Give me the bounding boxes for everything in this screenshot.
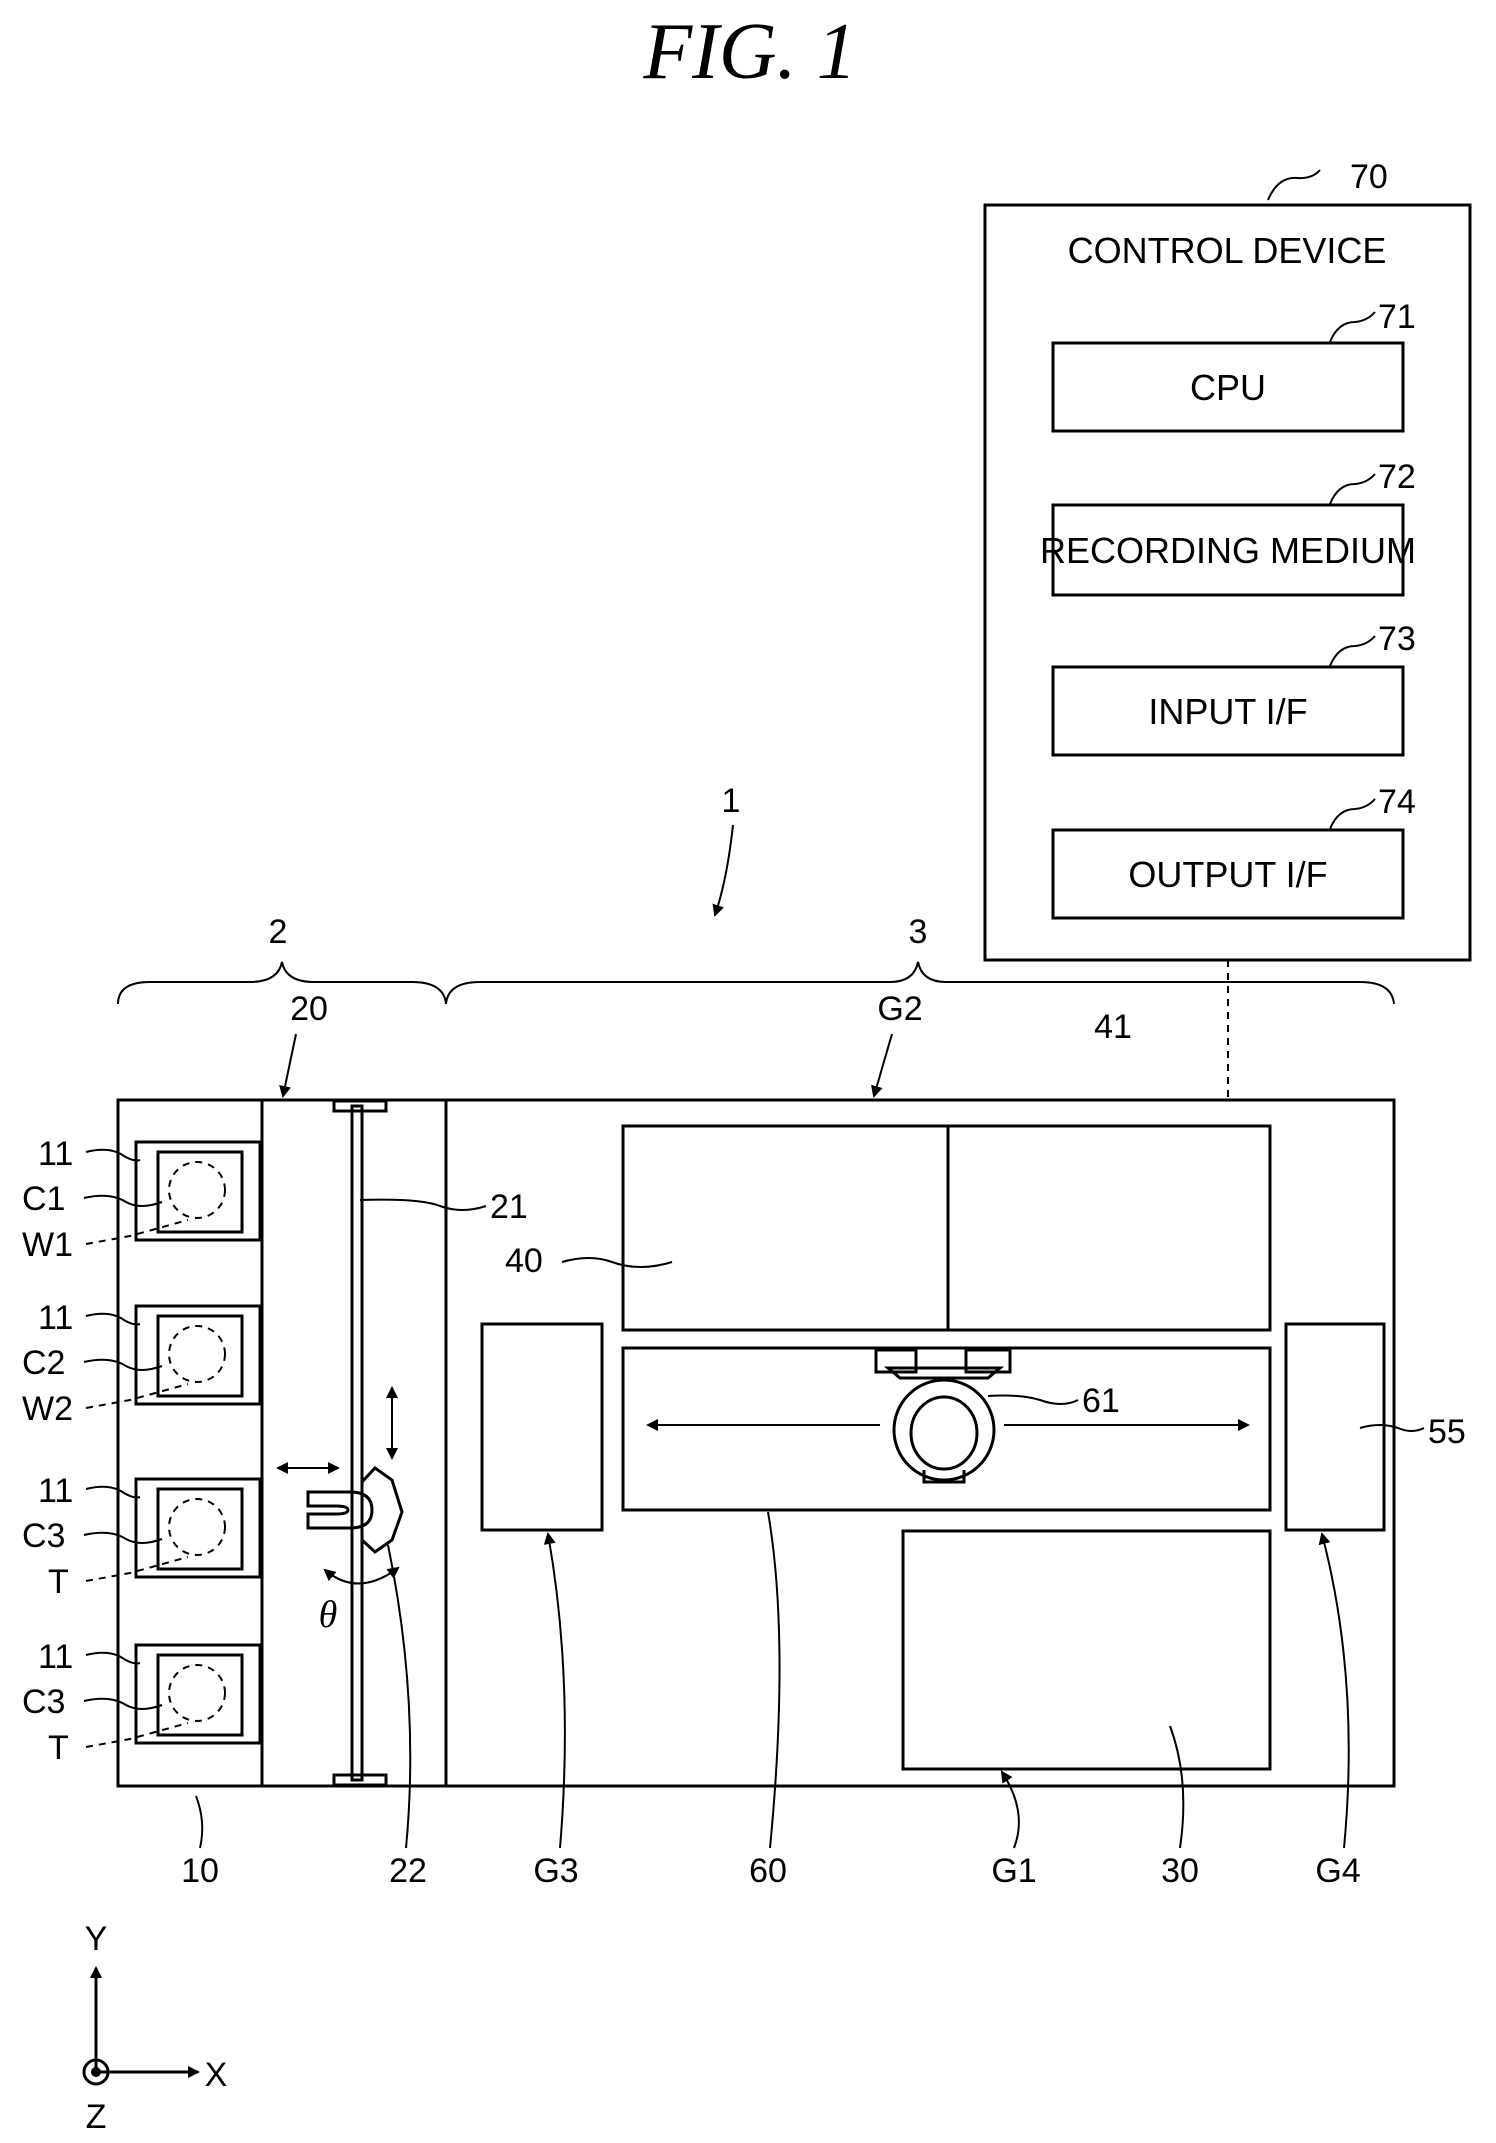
wafer-transfer-fork xyxy=(308,1468,402,1552)
system-ref: 1 xyxy=(722,782,741,820)
ref-40: 40 xyxy=(505,1242,543,1280)
ref-g3: G3 xyxy=(533,1852,578,1890)
ref-g4: G4 xyxy=(1315,1852,1360,1890)
cassette-2-label-c: W2 xyxy=(22,1390,73,1428)
cassette-1 xyxy=(136,1142,260,1240)
output-if-label: OUTPUT I/F xyxy=(1128,854,1327,895)
cassette-3-label-b: C3 xyxy=(22,1517,65,1555)
ref-g1: G1 xyxy=(991,1852,1036,1890)
ref-21: 21 xyxy=(490,1188,528,1226)
bottom-reference-labels: 10 22 G3 60 G1 30 G4 xyxy=(181,1512,1361,1890)
transfer-area-60 xyxy=(623,1348,1270,1510)
cassette-3-label-a: 11 xyxy=(38,1472,73,1510)
block-g3 xyxy=(482,1324,602,1530)
block-g4 xyxy=(1286,1324,1384,1530)
ref-60: 60 xyxy=(749,1852,787,1890)
cassette-1-label-c: W1 xyxy=(22,1226,73,1264)
axis-x-label: X xyxy=(205,2056,228,2094)
g2-ref: G2 xyxy=(877,990,922,1028)
station-left-ref: 2 xyxy=(269,913,288,951)
transfer-ref: 20 xyxy=(290,990,328,1028)
block-40-41 xyxy=(623,1126,1270,1330)
axis-y-label: Y xyxy=(85,1920,108,1958)
substrate-processing-layout: θ xyxy=(118,1100,1394,1786)
ref-30: 30 xyxy=(1161,1852,1199,1890)
brace-left xyxy=(118,962,446,1004)
axis-z-label: Z xyxy=(86,2098,107,2136)
ref-41: 41 xyxy=(1094,1008,1132,1046)
transfer-arm-61 xyxy=(876,1350,1010,1482)
ref-22: 22 xyxy=(389,1852,427,1890)
control-device-title: CONTROL DEVICE xyxy=(1068,230,1387,271)
cassette-4-label-b: C3 xyxy=(22,1683,65,1721)
input-if-label: INPUT I/F xyxy=(1148,691,1307,732)
ref-10: 10 xyxy=(181,1852,219,1890)
station-right-ref: 3 xyxy=(909,913,928,951)
control-device-ref: 70 xyxy=(1350,158,1388,196)
output-if-ref: 74 xyxy=(1378,783,1416,821)
recording-medium-ref: 72 xyxy=(1378,458,1416,496)
cassette-1-label-a: 11 xyxy=(38,1135,73,1173)
cassette-4 xyxy=(136,1645,260,1743)
ref-61: 61 xyxy=(1082,1382,1120,1420)
cassette-2-label-b: C2 xyxy=(22,1344,65,1382)
cpu-label: CPU xyxy=(1190,367,1266,408)
control-device: 70 CONTROL DEVICE CPU 71 RECORDING MEDIU… xyxy=(985,158,1470,960)
cassette-labels: 11 C1 W1 11 C2 W2 11 C3 T 11 C3 T xyxy=(22,1135,188,1767)
coordinate-axes: Y X Z xyxy=(84,1920,227,2136)
theta-symbol: θ xyxy=(319,1594,338,1636)
cpu-ref: 71 xyxy=(1378,298,1416,336)
figure-title: FIG. 1 xyxy=(642,8,856,96)
cassette-4-label-c: T xyxy=(48,1729,69,1767)
cassette-1-label-b: C1 xyxy=(22,1180,65,1218)
block-g1 xyxy=(903,1531,1270,1769)
input-if-ref: 73 xyxy=(1378,620,1416,658)
cassette-4-label-a: 11 xyxy=(38,1638,73,1676)
transfer-rail xyxy=(334,1101,386,1785)
cassette-2-label-a: 11 xyxy=(38,1299,73,1337)
cassette-2 xyxy=(136,1306,260,1404)
recording-medium-label: RECORDING MEDIUM xyxy=(1040,530,1416,571)
cassette-3-label-c: T xyxy=(48,1563,69,1601)
ref-55: 55 xyxy=(1428,1413,1466,1451)
cassette-3 xyxy=(136,1479,260,1577)
